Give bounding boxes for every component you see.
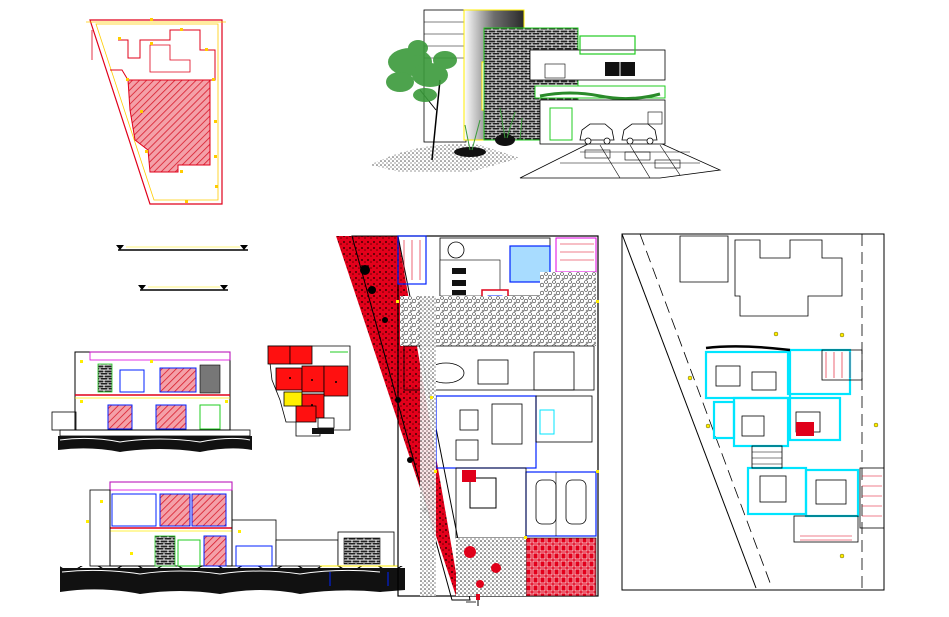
elevation-front — [51, 351, 252, 452]
first-floor-plan — [621, 233, 885, 591]
site-plan-hatched — [86, 18, 226, 205]
front-perspective-render — [370, 9, 722, 179]
ground-floor-plan — [336, 235, 599, 606]
elevation-section — [60, 481, 405, 594]
roof-plan-colored — [267, 345, 351, 437]
section-markers — [116, 245, 248, 291]
